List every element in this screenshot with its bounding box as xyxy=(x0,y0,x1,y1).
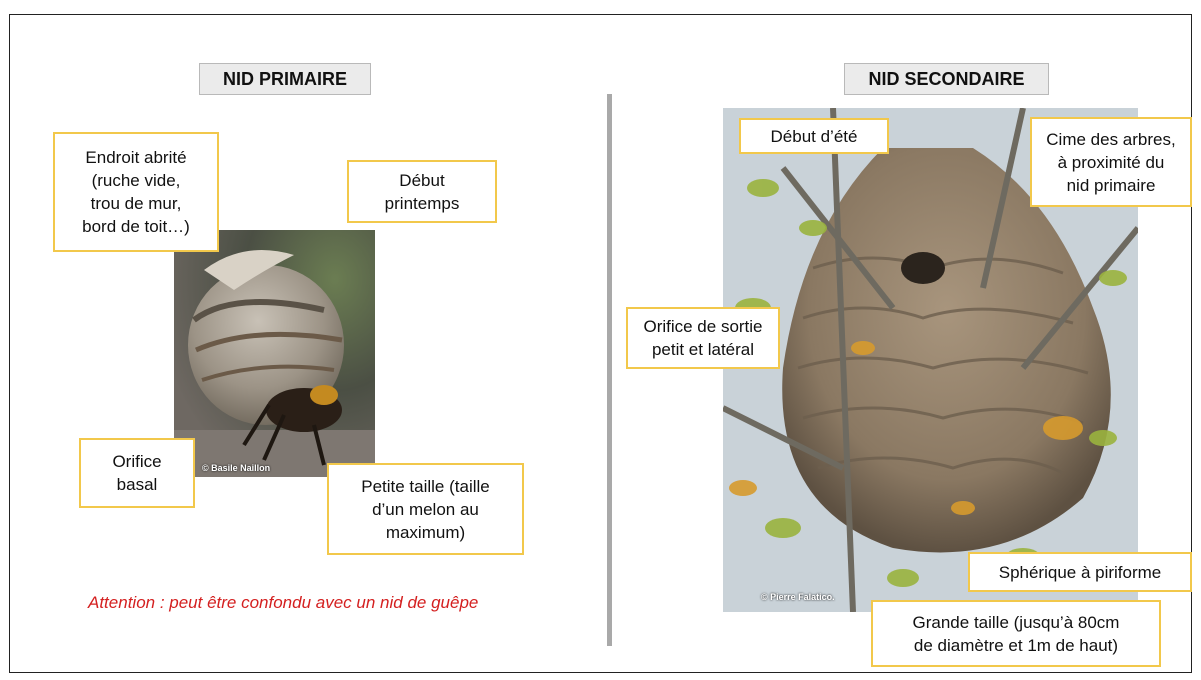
secondary-nest-image xyxy=(723,108,1138,612)
primary-nest-image xyxy=(174,230,375,477)
secondary-nest-title: NID SECONDAIRE xyxy=(844,63,1049,95)
secondary-size-callout: Grande taille (jusqu’à 80cm de diamètre … xyxy=(871,600,1161,667)
confusion-warning: Attention : peut être confondu avec un n… xyxy=(88,593,479,612)
primary-photo-credit: © Basile Naillon xyxy=(202,463,271,473)
primary-location-callout: Endroit abrité (ruche vide, trou de mur,… xyxy=(53,132,219,252)
secondary-photo-credit: © Pierre Falatico. xyxy=(761,592,835,602)
column-divider xyxy=(607,94,612,646)
secondary-nest-photo: © Pierre Falatico. xyxy=(723,108,1138,612)
primary-season-callout: Début printemps xyxy=(347,160,497,223)
primary-nest-title: NID PRIMAIRE xyxy=(199,63,371,95)
primary-size-callout: Petite taille (taille d’un melon au maxi… xyxy=(327,463,524,555)
secondary-season-callout: Début d’été xyxy=(739,118,889,154)
primary-opening-callout: Orifice basal xyxy=(79,438,195,508)
secondary-opening-callout: Orifice de sortie petit et latéral xyxy=(626,307,780,369)
primary-nest-photo: © Basile Naillon xyxy=(174,230,375,477)
secondary-shape-callout: Sphérique à piriforme xyxy=(968,552,1192,592)
secondary-location-callout: Cime des arbres, à proximité du nid prim… xyxy=(1030,117,1192,207)
